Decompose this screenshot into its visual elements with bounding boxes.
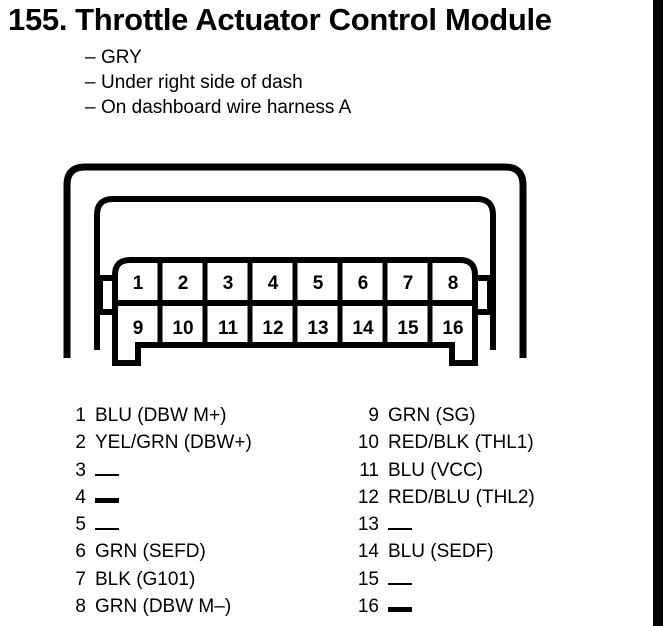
pinout-row: 8 GRN (DBW M–) (62, 593, 252, 620)
pinout-row: 11 BLU (VCC) (355, 457, 535, 484)
pinout-row: 14 BLU (SEDF) (355, 538, 535, 565)
pin-index: 15 (357, 568, 379, 590)
pin-value: BLU (SEDF) (388, 541, 494, 563)
connector-outer-shell (63, 163, 527, 358)
bullet-dash-icon: – (85, 97, 96, 118)
pin-index: 2 (75, 432, 86, 454)
pinout-column-right: 9 GRN (SG) 10 RED/BLK (THL1) 11 BLU (VCC) 1… (355, 402, 535, 620)
pin-index: 1 (75, 405, 86, 426)
connector-pin-2: 2 (178, 273, 189, 294)
pinout-row: 5 (62, 511, 252, 538)
pin-empty-dash-icon (388, 582, 412, 585)
connector-pin-11: 11 (218, 318, 239, 339)
connector-pin-10: 10 (172, 318, 193, 339)
pinout-row: 13 (355, 511, 535, 538)
connector-pin-14: 14 (352, 318, 374, 339)
connector-pin-15: 15 (397, 318, 419, 339)
connector-pin-4: 4 (268, 273, 279, 294)
pinout-row: 2 YEL/GRN (DBW+) (62, 429, 252, 456)
detail-item-harness: –On dashboard wire harness A (85, 95, 351, 120)
title-text: Throttle Actuator Control Module (75, 2, 552, 37)
pin-index: 14 (357, 541, 379, 563)
page-title: 155.Throttle Actuator Control Module (8, 2, 648, 38)
pin-index: 5 (75, 514, 86, 536)
pin-index: 11 (359, 459, 379, 481)
detail-text: GRY (101, 47, 142, 68)
pin-empty-dash-icon (95, 473, 119, 476)
pinout-row: 15 (355, 566, 535, 593)
pinout-row: 1 BLU (DBW M+) (62, 402, 252, 429)
pin-index: 6 (75, 541, 86, 563)
pin-index: 7 (75, 568, 86, 590)
pin-value: GRN (SG) (388, 405, 476, 426)
pinout-row: 12 RED/BLU (THL2) (355, 484, 535, 511)
connector-pin-1: 1 (133, 273, 144, 294)
connector-pin-8: 8 (448, 273, 459, 294)
connector-diagram: 1 2 3 4 5 6 7 8 9 10 11 12 13 14 15 16 (60, 160, 530, 375)
section-number: 155. (8, 2, 68, 37)
detail-item-color: –GRY (85, 45, 351, 70)
page-edge-artifact (653, 0, 663, 626)
bullet-dash-icon: – (85, 72, 96, 93)
pin-index: 12 (357, 486, 379, 508)
pin-value: BLK (G101) (95, 568, 196, 590)
pinout-row: 4 (62, 484, 252, 511)
pin-index: 3 (75, 459, 86, 481)
pin-value: BLU (DBW M+) (95, 405, 227, 426)
pin-value: GRN (SEFD) (95, 541, 206, 563)
pinout-row: 10 RED/BLK (THL1) (355, 429, 535, 456)
pin-index: 13 (357, 514, 379, 536)
pin-value: BLU (VCC) (388, 459, 484, 481)
connector-pin-5: 5 (313, 273, 324, 294)
connector-pin-13: 13 (307, 318, 328, 339)
connector-pin-6: 6 (358, 273, 369, 294)
connector-inner-shell (94, 196, 496, 350)
pin-index: 8 (75, 596, 86, 618)
pin-empty-dash-icon (388, 607, 412, 613)
bullet-dash-icon: – (85, 47, 96, 68)
pin-value: RED/BLU (THL2) (388, 486, 535, 508)
pin-index: 10 (357, 432, 379, 454)
pin-empty-dash-icon (95, 497, 119, 503)
detail-text: On dashboard wire harness A (101, 97, 352, 118)
connector-pin-3: 3 (223, 273, 234, 294)
pin-empty-dash-icon (95, 528, 119, 531)
pin-value: RED/BLK (THL1) (388, 432, 534, 454)
detail-list: –GRY –Under right side of dash –On dashb… (85, 45, 351, 120)
pinout-row: 16 (355, 593, 535, 620)
connector-pin-7: 7 (403, 273, 414, 294)
connector-pin-9: 9 (133, 318, 144, 339)
pin-index: 9 (368, 405, 379, 426)
pinout-row: 9 GRN (SG) (355, 402, 535, 429)
pin-index: 16 (357, 596, 379, 618)
pin-empty-dash-icon (388, 528, 412, 531)
detail-text: Under right side of dash (101, 72, 303, 93)
connector-pin-12: 12 (262, 318, 283, 339)
detail-item-location: –Under right side of dash (85, 70, 351, 95)
connector-pin-16: 16 (442, 318, 463, 339)
pin-index: 4 (75, 486, 86, 508)
pinout-row: 3 (62, 457, 252, 484)
pinout-row: 7 BLK (G101) (62, 566, 252, 593)
pin-value: GRN (DBW M–) (95, 596, 232, 618)
pin-value: YEL/GRN (DBW+) (95, 432, 252, 454)
pinout-row: 6 GRN (SEFD) (62, 538, 252, 565)
